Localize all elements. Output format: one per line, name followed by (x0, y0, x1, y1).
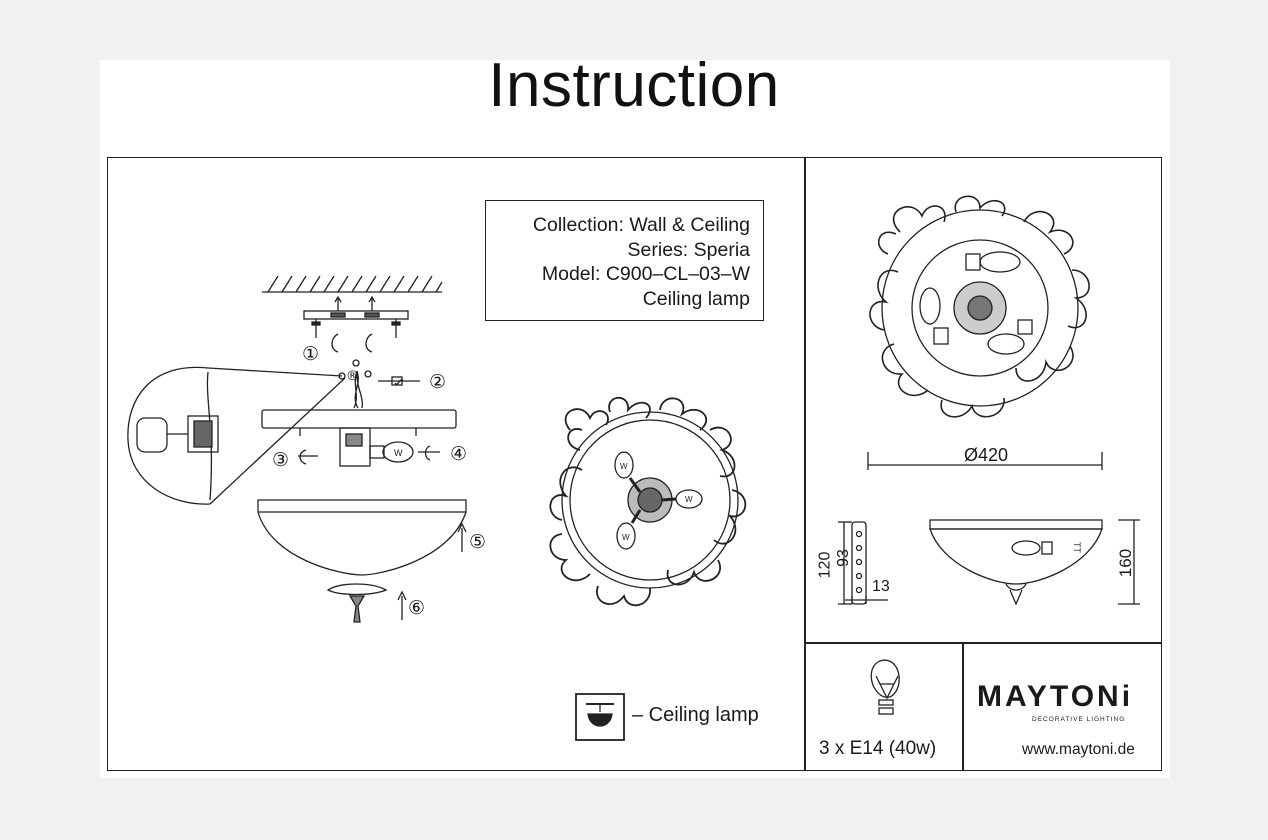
svg-text:W: W (394, 448, 403, 458)
bracket-height-label: 120 (816, 551, 834, 579)
total-height-label: 160 (1116, 548, 1136, 578)
step-marker-5: ⑤ (469, 532, 487, 553)
brand-tagline: DECORATIVE LIGHTING (1032, 716, 1126, 723)
glass-shade (257, 499, 467, 576)
ceiling-hatch (262, 275, 443, 293)
top-view-lamp: W W W (549, 396, 747, 607)
mounting-bar (303, 295, 409, 353)
product-info-box: Collection: Wall & Ceiling Series: Speri… (485, 200, 764, 321)
svg-text:TT: TT (1072, 542, 1082, 553)
instruction-sheet (100, 60, 1170, 778)
step-marker-1: ① (302, 344, 320, 365)
diameter-label: Ø420 (964, 445, 1009, 465)
step-marker-2: ② (429, 372, 447, 393)
svg-text:W: W (622, 533, 630, 542)
series-line: Series: Speria (627, 238, 750, 261)
lamp-base: W (261, 409, 457, 467)
bracket-side-view (838, 521, 888, 605)
bracket-width-label: 13 (872, 578, 890, 595)
divider-vertical-main (804, 157, 806, 771)
wires (338, 359, 420, 409)
brand-logo: MAYTONi (977, 680, 1134, 713)
legend-label: – Ceiling lamp (632, 704, 759, 726)
detail-callout (127, 366, 346, 505)
instruction-frame (107, 157, 1162, 771)
svg-text:W: W (685, 495, 693, 504)
bulb-spec: 3 x E14 (40w) (819, 738, 937, 759)
svg-text:®: ® (346, 369, 359, 384)
page-title: Instruction (488, 51, 780, 120)
step-marker-4: ④ (450, 444, 468, 465)
finial (326, 583, 407, 623)
step-marker-3: ③ (272, 450, 290, 471)
bracket-inner-label: 93 (834, 549, 852, 567)
website-link[interactable]: www.maytoni.de (1022, 741, 1135, 758)
right-top-view (869, 195, 1090, 418)
model-line: Model: C900–CL–03–W (541, 263, 750, 285)
type-line: Ceiling lamp (642, 287, 750, 310)
side-view-lamp: TT (929, 519, 1140, 606)
svg-text:W: W (620, 462, 628, 471)
diameter-dim-line (867, 452, 1103, 470)
divider-horizontal-footer (804, 642, 1162, 644)
collection-line: Collection: Wall & Ceiling (532, 214, 750, 236)
bulb-icon (870, 659, 900, 715)
step-marker-6: ⑥ (408, 598, 426, 619)
ceiling-lamp-legend-icon (575, 693, 625, 741)
divider-vertical-footer (962, 642, 964, 771)
